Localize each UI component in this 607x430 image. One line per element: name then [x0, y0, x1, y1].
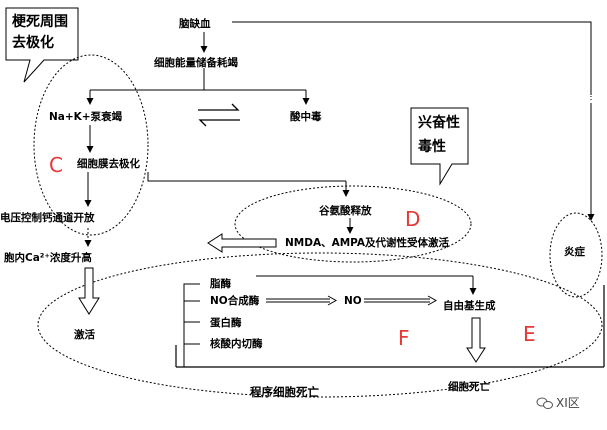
region-letter-d: D	[405, 207, 421, 231]
callout-right-line1: 兴奋性	[418, 115, 460, 131]
node-glutamate: 谷氨酸释放	[319, 205, 372, 217]
node-acidosis: 酸中毒	[290, 111, 322, 123]
hollow-arrow-left	[207, 233, 277, 253]
node-apoptosis: 程序细胞死亡	[250, 385, 319, 399]
watermark-label: XI区	[556, 396, 580, 410]
node-calcium-rise: 胞内Ca²⁺浓度升高	[4, 252, 92, 264]
region-d-ellipse	[234, 185, 472, 263]
node-protease: 蛋白酶	[210, 317, 242, 329]
region-letter-f: F	[398, 326, 410, 350]
region-inflammation-ellipse	[549, 212, 603, 298]
region-c-ellipse	[33, 54, 149, 236]
node-free-radical: 自由基生成	[443, 300, 496, 312]
node-ischemia: 脑缺血	[179, 18, 211, 30]
hollow-arrow-death	[466, 317, 486, 363]
callout-left-line1: 梗死周围	[12, 14, 68, 30]
region-letter-e: E	[523, 322, 536, 346]
callout-left-line2: 去极化	[12, 35, 54, 51]
node-cell-death: 细胞死亡	[448, 381, 490, 393]
callout-right-line2: 毒性	[418, 139, 446, 155]
node-no: NO	[344, 295, 362, 307]
callout-bubble-right	[410, 107, 469, 186]
node-receptor-activation: NMDA、AMPA及代谢性受体激活	[285, 237, 450, 249]
region-ef-ellipse	[37, 252, 603, 398]
node-activation: 激活	[74, 329, 95, 341]
node-depolarization: 细胞膜去极化	[77, 158, 140, 170]
node-energy-depletion: 细胞能量储备耗竭	[154, 57, 238, 69]
node-pump-failure: Na+K+泵衰竭	[49, 111, 123, 123]
callout-bubble-left	[5, 7, 79, 83]
hollow-arrow-down	[78, 267, 100, 315]
region-letter-c: C	[49, 153, 63, 177]
node-lipase: 脂酶	[210, 278, 231, 290]
node-calcium-channel: 电压控制钙通道开放	[0, 212, 95, 224]
node-nos: NO合成酶	[210, 295, 260, 307]
node-inflammation: 炎症	[564, 246, 585, 258]
wechat-icon	[536, 397, 553, 409]
node-endonuclease: 核酸内切酶	[210, 338, 263, 350]
